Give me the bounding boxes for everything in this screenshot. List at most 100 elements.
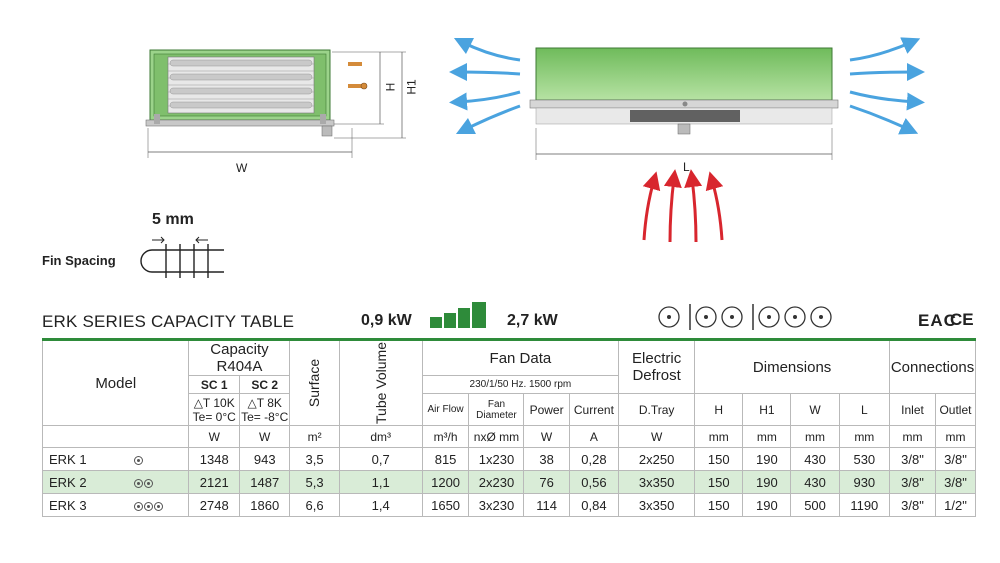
cell-h1: 190 bbox=[742, 493, 792, 517]
unit-l: mm bbox=[838, 425, 891, 448]
cell-sc1: 2748 bbox=[188, 493, 240, 517]
header-capacity: Capacity R404A bbox=[188, 339, 291, 376]
cell-outlet: 3/8" bbox=[934, 447, 977, 471]
cell-sc1: 2121 bbox=[188, 470, 240, 494]
header-fan-data: Fan Data bbox=[421, 339, 620, 376]
unit-current: A bbox=[568, 425, 620, 448]
capacity-range-bars-icon bbox=[430, 302, 486, 328]
cell-defrost: 3x350 bbox=[618, 493, 696, 517]
header-l: L bbox=[838, 393, 891, 426]
cell-h1: 190 bbox=[742, 447, 792, 471]
cell-sc2: 1487 bbox=[238, 470, 291, 494]
cell-surface: 6,6 bbox=[289, 493, 340, 517]
header-h1: H1 bbox=[742, 393, 792, 426]
cell-l: 1190 bbox=[838, 493, 891, 517]
cell-sc1: 1348 bbox=[188, 447, 240, 471]
capacity-table: Model Capacity R404A Surface Tube Volume… bbox=[41, 338, 977, 517]
unit-air: m³/h bbox=[421, 425, 470, 448]
cell-defrost: 3x350 bbox=[618, 470, 696, 494]
unit-sc1: W bbox=[188, 425, 240, 448]
header-h: H bbox=[694, 393, 744, 426]
header-sc2: SC 2 bbox=[238, 375, 291, 394]
cell-fan-icons bbox=[134, 493, 190, 517]
fan-icon bbox=[134, 478, 144, 488]
cell-h: 150 bbox=[694, 493, 744, 517]
fin-spacing-diagram bbox=[140, 236, 224, 278]
unit-model-empty bbox=[41, 425, 190, 448]
header-tube-volume: Tube Volume bbox=[338, 339, 423, 426]
cell-w: 430 bbox=[790, 470, 840, 494]
unit-power: W bbox=[523, 425, 570, 448]
cell-power: 76 bbox=[523, 470, 570, 494]
unit-surface: m² bbox=[289, 425, 340, 448]
fan-icon bbox=[134, 501, 144, 511]
cell-h1: 190 bbox=[742, 470, 792, 494]
fan-icon bbox=[154, 501, 164, 511]
unit-tube: dm³ bbox=[338, 425, 423, 448]
unit-h: mm bbox=[694, 425, 744, 448]
dimension-l-label: L bbox=[683, 160, 690, 174]
cell-tube: 1,1 bbox=[338, 470, 423, 494]
cell-inlet: 3/8" bbox=[889, 447, 936, 471]
cell-defrost: 2x250 bbox=[618, 447, 696, 471]
header-fan-diameter: Fan Diameter bbox=[468, 393, 525, 426]
cell-h: 150 bbox=[694, 470, 744, 494]
cell-tube: 1,4 bbox=[338, 493, 423, 517]
cell-w: 430 bbox=[790, 447, 840, 471]
cell-fan-icons bbox=[134, 447, 190, 471]
cell-air: 815 bbox=[421, 447, 470, 471]
cell-model: ERK 1 bbox=[42, 447, 135, 471]
header-fan-sub: 230/1/50 Hz. 1500 rpm bbox=[421, 375, 620, 394]
unit-defrost: W bbox=[618, 425, 696, 448]
header-inlet: Inlet bbox=[889, 393, 936, 426]
unit-outlet: mm bbox=[934, 425, 977, 448]
eac-mark: EAC bbox=[918, 311, 957, 330]
cell-sc2: 943 bbox=[238, 447, 291, 471]
unit-sc2: W bbox=[238, 425, 291, 448]
cell-power: 38 bbox=[523, 447, 570, 471]
table-title: ERK SERIES CAPACITY TABLE bbox=[42, 312, 295, 331]
cell-air: 1200 bbox=[421, 470, 470, 494]
header-dimensions: Dimensions bbox=[694, 339, 891, 394]
cell-outlet: 3/8" bbox=[934, 470, 977, 494]
unit-fandia: nxØ mm bbox=[468, 425, 525, 448]
unit-w: mm bbox=[790, 425, 840, 448]
cell-power: 114 bbox=[523, 493, 570, 517]
cell-current: 0,56 bbox=[568, 470, 620, 494]
cell-surface: 3,5 bbox=[289, 447, 340, 471]
header-power: Power bbox=[523, 393, 570, 426]
header-model: Model bbox=[41, 339, 190, 426]
cell-fandia: 2x230 bbox=[468, 470, 525, 494]
cell-inlet: 3/8" bbox=[889, 493, 936, 517]
cell-h: 150 bbox=[694, 447, 744, 471]
fin-spacing-label: Fin Spacing bbox=[42, 253, 116, 268]
capacity-max-value: 2,7 kW bbox=[507, 312, 558, 329]
cell-air: 1650 bbox=[421, 493, 470, 517]
header-sc1: SC 1 bbox=[188, 375, 240, 394]
side-view-drawing bbox=[449, 37, 925, 243]
fan-icon bbox=[134, 455, 144, 465]
cell-outlet: 1/2" bbox=[934, 493, 977, 517]
fan-icon bbox=[144, 501, 154, 511]
cell-fandia: 3x230 bbox=[468, 493, 525, 517]
cell-model: ERK 2 bbox=[42, 470, 135, 494]
header-w: W bbox=[790, 393, 840, 426]
header-dtray: D.Tray bbox=[618, 393, 696, 426]
cell-current: 0,28 bbox=[568, 447, 620, 471]
cell-current: 0,84 bbox=[568, 493, 620, 517]
capacity-min-value: 0,9 kW bbox=[361, 312, 412, 329]
ce-mark: CE bbox=[950, 310, 974, 329]
unit-inlet: mm bbox=[889, 425, 936, 448]
cell-l: 530 bbox=[838, 447, 891, 471]
cell-w: 500 bbox=[790, 493, 840, 517]
header-air-flow: Air Flow bbox=[421, 393, 470, 426]
fan-count-icons bbox=[658, 304, 832, 330]
header-connections: Connections bbox=[889, 339, 976, 394]
cell-fandia: 1x230 bbox=[468, 447, 525, 471]
cell-l: 930 bbox=[838, 470, 891, 494]
